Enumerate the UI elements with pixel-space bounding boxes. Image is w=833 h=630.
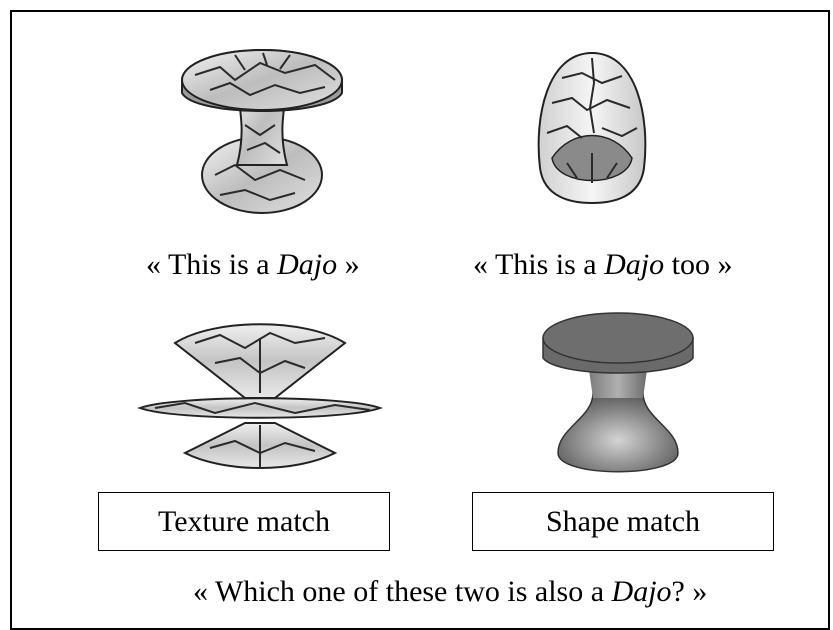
textured-stool-figure [181, 49, 343, 214]
texture-match-label: Texture match [158, 504, 330, 538]
caption-top-left: « This is a Dajo » [146, 248, 360, 282]
caption-top-right-open: « This is a [473, 248, 605, 281]
texture-match-button[interactable]: Texture match [98, 492, 390, 551]
smooth-stool-figure [542, 312, 694, 473]
question-close: ? » [671, 575, 708, 608]
caption-top-right: « This is a Dajo too » [473, 248, 732, 282]
shape-match-label: Shape match [545, 504, 701, 538]
textured-fan-figure [137, 323, 383, 469]
caption-top-right-word: Dajo [604, 248, 665, 281]
caption-top-left-word: Dajo [277, 248, 338, 281]
question-word: Dajo [611, 575, 672, 608]
caption-top-left-close: » [337, 248, 360, 281]
question-caption: « Which one of these two is also a Dajo?… [193, 575, 707, 609]
textured-egg-figure [537, 51, 647, 205]
question-open: « Which one of these two is also a [193, 575, 612, 608]
shape-match-button[interactable]: Shape match [472, 492, 774, 551]
caption-top-right-close: too » [664, 248, 733, 281]
caption-top-left-open: « This is a [146, 248, 278, 281]
